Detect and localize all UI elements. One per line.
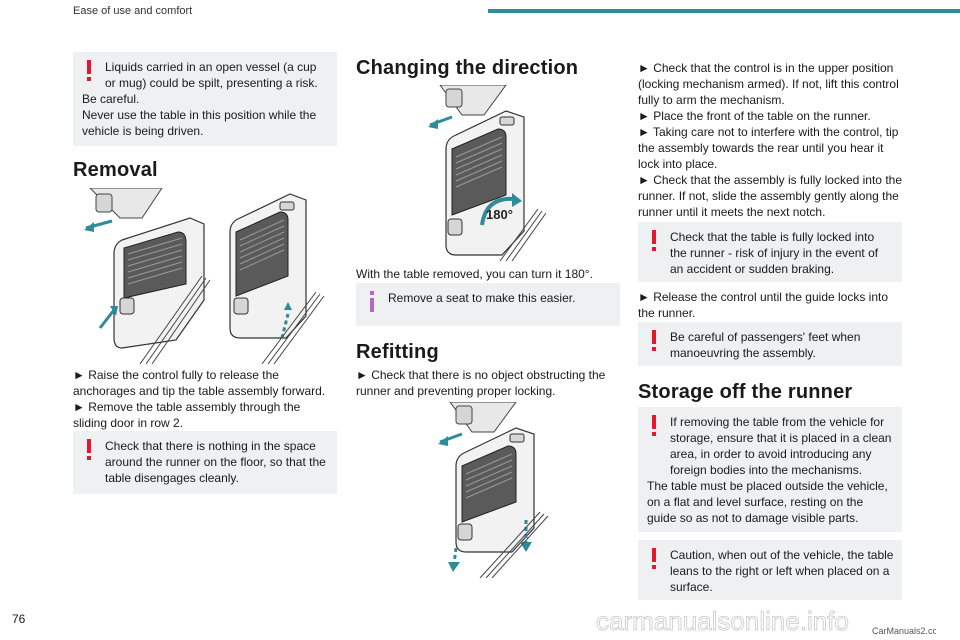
warning-icon [652,330,656,351]
warning-icon [652,230,656,251]
table-base [455,427,535,553]
refitting-step-check: ► Check that the assembly is fully locke… [638,173,902,219]
warning-text-line2: Be careful. [82,92,140,106]
refitting-step-place: ► Place the front of the table on the ru… [638,109,871,123]
removal-step-1: ► Raise the control fully to release the… [73,368,326,398]
removal-steps: ► Raise the control fully to release the… [73,367,337,431]
table-base-left [113,217,205,349]
arrow-head-icon [84,222,94,232]
warning-text-line3: Never use the table in this position whi… [82,108,317,138]
table-top-piece [449,402,517,433]
warning-note-lock: Check that the table is fully locked int… [638,222,902,282]
warning-note-caution: Caution, when out of the vehicle, the ta… [638,540,902,600]
info-text: Remove a seat to make this easier. [388,291,576,305]
warning-note-runner-space: Check that there is nothing in the space… [73,431,337,494]
runner-rail [499,208,546,261]
info-icon [370,291,374,312]
header-accent-bar [488,9,960,13]
runner-rail-left [139,275,211,364]
runner-rail [479,511,549,578]
warning-text-line1: If removing the table from the vehicle f… [670,415,892,477]
refitting-step-arm: ► Check that the control is in the upper… [638,61,899,107]
refitting-step-tip: ► Taking care not to interfere with the … [638,125,899,171]
removal-heading: Removal [73,159,158,181]
watermark-text: carmanualsonline.info [596,606,849,636]
direction-text: With the table removed, you can turn it … [356,267,593,281]
refitting-steps-continued: ► Check that the control is in the upper… [638,60,904,220]
storage-heading: Storage off the runner [638,381,853,403]
rotation-label: 180° [486,207,513,222]
warning-text: Be careful of passengers' feet when mano… [670,330,861,360]
release-step: ► Release the control until the guide lo… [638,290,889,320]
table-base [445,110,525,256]
removal-illustration [84,188,325,364]
warning-note-feet: Be careful of passengers' feet when mano… [638,322,902,366]
section-title: Ease of use and comfort [73,5,193,17]
watermark-logo: carmanualsonline.info CarManuals2.com [596,606,936,636]
changing-direction-heading: Changing the direction [356,57,579,79]
table-top-piece [439,85,507,116]
table-top-piece [89,188,163,219]
warning-text: Check that the table is fully locked int… [670,230,879,276]
arrow-dashed-down-icon [452,547,458,565]
rotation-arrow-icon [480,196,515,226]
arrow-up-icon [98,309,116,329]
removal-step-2: ► Remove the table assembly through the … [73,400,301,430]
warning-note-liquids: Liquids carried in an open vessel (a cup… [73,52,337,146]
warning-text-line2: The table must be placed outside the veh… [647,479,888,525]
table-base-right [229,193,307,339]
runner-rail-right [261,291,325,364]
warning-note-storage: If removing the table from the vehicle f… [638,407,902,532]
info-note-remove-seat: Remove a seat to make this easier. [356,283,620,326]
warning-text: Check that there is nothing in the space… [105,439,326,485]
warning-icon [652,548,656,569]
refitting-heading: Refitting [356,341,439,363]
watermark-small-text: CarManuals2.com [872,626,936,636]
refitting-step: ► Check that there is no object obstruct… [356,368,606,398]
rotation-illustration: 180° [428,85,546,261]
warning-icon [87,439,91,460]
page-number: 76 [12,612,26,626]
warning-icon [652,415,656,436]
warning-icon [87,60,91,81]
warning-text-line1: Liquids carried in an open vessel (a cup… [105,60,318,90]
warning-text: Caution, when out of the vehicle, the ta… [670,548,894,594]
refitting-illustration [438,402,549,578]
